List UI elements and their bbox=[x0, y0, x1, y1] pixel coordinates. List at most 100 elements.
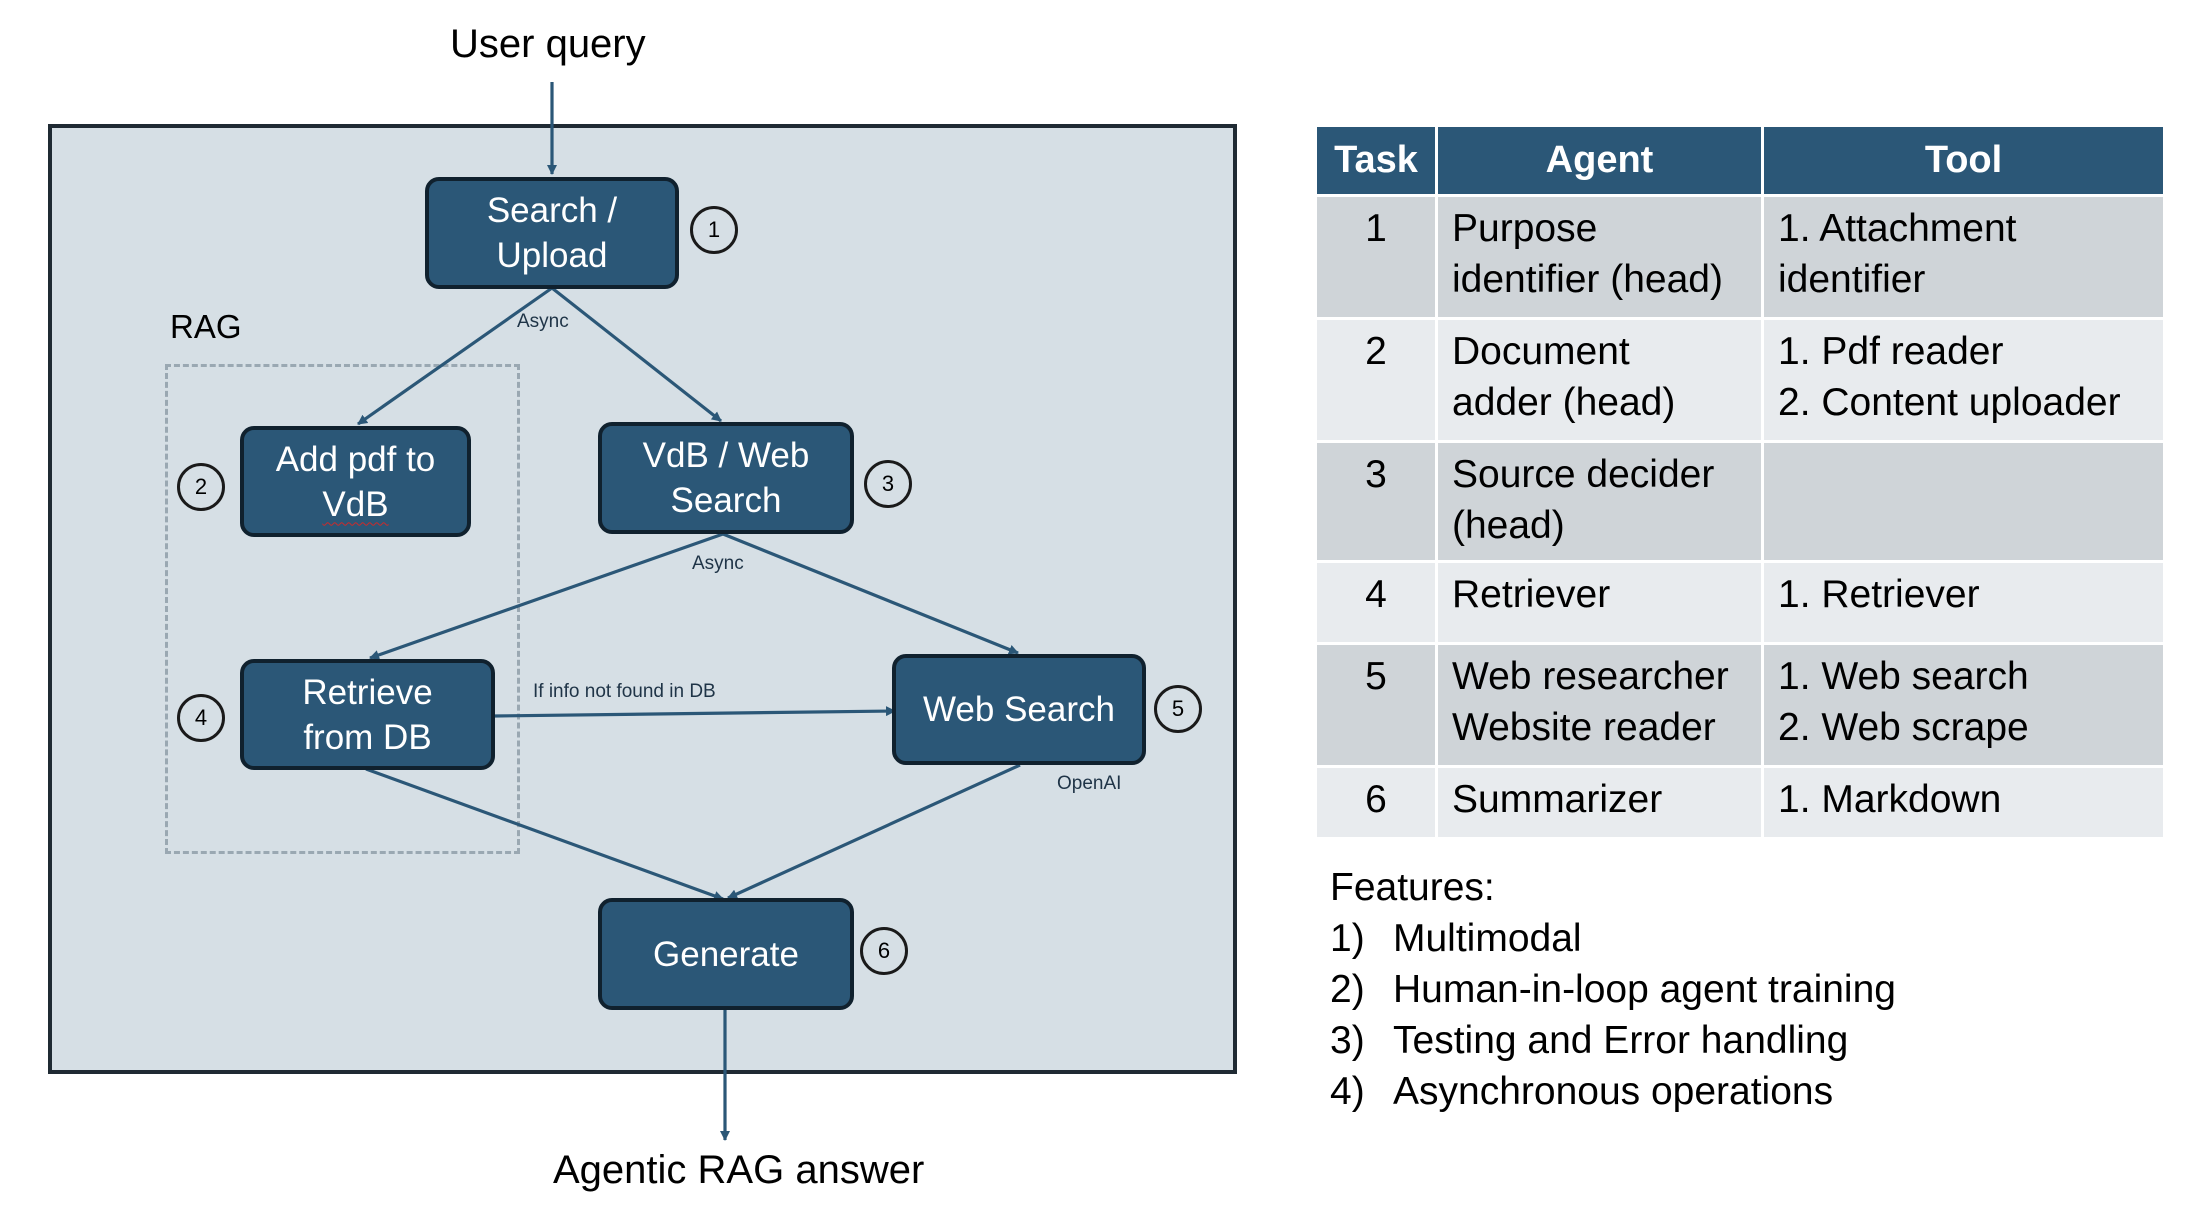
agent-text: Retriever bbox=[1452, 573, 1611, 616]
agent-text: (head) bbox=[1452, 504, 1565, 547]
feature-item: 1) Multimodal bbox=[1330, 913, 1896, 964]
header-task: Task bbox=[1314, 124, 1438, 197]
tool-text: 1. Attachment bbox=[1778, 207, 2017, 250]
table-row: 4 Retriever 1. Retriever bbox=[1314, 560, 2166, 645]
feature-text: Testing and Error handling bbox=[1393, 1019, 1849, 1062]
rag-group-box bbox=[165, 364, 520, 854]
node-web-search: Web Search bbox=[892, 654, 1146, 765]
step-number-4: 4 bbox=[177, 694, 225, 742]
tool-cell: 1. Markdown bbox=[1761, 765, 2166, 840]
arrow-retrieve-to-generate bbox=[365, 767, 724, 901]
agentic-rag-flow-diagram: User query RAG Search / Upload 1 Add pdf … bbox=[48, 22, 1237, 1192]
arrow-vdbweb-to-websearch bbox=[722, 532, 1019, 655]
task-cell: 4 bbox=[1314, 560, 1438, 645]
table-row: 1 Purpose identifier (head) 1. Attachment… bbox=[1314, 194, 2166, 320]
tool-cell: 1. Retriever bbox=[1761, 560, 2166, 645]
tool-cell: 1. Pdf reader 2. Content uploader bbox=[1761, 317, 2166, 443]
node-search-upload: Search / Upload bbox=[425, 177, 679, 289]
feature-item: 4) Asynchronous operations bbox=[1330, 1066, 1896, 1117]
feature-item: 2) Human-in-loop agent training bbox=[1330, 964, 1896, 1015]
agent-text: Document bbox=[1452, 330, 1630, 373]
edge-label-async-1: Async bbox=[517, 311, 569, 332]
node-vdb-web-line2: Search bbox=[670, 481, 782, 520]
edge-label-async-2: Async bbox=[692, 553, 744, 574]
agent-text: Summarizer bbox=[1452, 778, 1663, 821]
tool-text: identifier bbox=[1778, 258, 1926, 301]
features-title: Features: bbox=[1330, 866, 1495, 909]
node-add-pdf: Add pdf to VdB bbox=[240, 426, 471, 537]
node-search-upload-line1: Search / bbox=[486, 191, 618, 230]
arrow-search-to-addpdf bbox=[357, 286, 553, 426]
agent-text: identifier (head) bbox=[1452, 258, 1723, 301]
feature-number: 3) bbox=[1330, 1019, 1365, 1062]
agent-text: Website reader bbox=[1452, 706, 1716, 749]
node-retrieve-from-db: Retrieve from DB bbox=[240, 659, 495, 770]
table-header-row: Task Agent Tool bbox=[1314, 124, 2166, 197]
task-cell: 2 bbox=[1314, 317, 1438, 443]
task-cell: 6 bbox=[1314, 765, 1438, 840]
agentic-rag-answer-label: Agentic RAG answer bbox=[553, 1148, 925, 1192]
node-web-search-label: Web Search bbox=[923, 690, 1115, 729]
agent-cell: Source decider (head) bbox=[1435, 440, 1764, 563]
agent-text: Purpose bbox=[1452, 207, 1598, 250]
edge-label-openai: OpenAI bbox=[1057, 773, 1122, 794]
rag-group-label: RAG bbox=[170, 308, 242, 345]
step-number-2: 2 bbox=[177, 463, 225, 511]
tool-text: 2. Content uploader bbox=[1778, 381, 2121, 424]
feature-number: 1) bbox=[1330, 917, 1365, 960]
tool-text: 1. Retriever bbox=[1778, 573, 1980, 616]
table-row: 6 Summarizer 1. Markdown bbox=[1314, 765, 2166, 840]
node-retrieve-line2: from DB bbox=[303, 717, 432, 757]
table-row: 3 Source decider (head) bbox=[1314, 440, 2166, 563]
arrow-search-to-vdbweb bbox=[551, 286, 722, 423]
tool-text: 1. Web search bbox=[1778, 655, 2029, 698]
feature-number: 2) bbox=[1330, 968, 1365, 1011]
header-tool: Tool bbox=[1761, 124, 2166, 197]
agent-cell: Retriever bbox=[1435, 560, 1764, 645]
node-vdb-web-line1: VdB / Web bbox=[642, 436, 810, 475]
agent-text: Web researcher bbox=[1452, 655, 1729, 698]
tool-cell: 1. Attachment identifier bbox=[1761, 194, 2166, 320]
tool-cell bbox=[1761, 440, 2166, 563]
step-number-3: 3 bbox=[864, 460, 912, 508]
arrow-vdbweb-to-retrieve bbox=[369, 532, 724, 660]
agent-text: Source decider bbox=[1452, 453, 1715, 496]
task-cell: 1 bbox=[1314, 194, 1438, 320]
header-agent: Agent bbox=[1435, 124, 1764, 197]
tool-text: 2. Web scrape bbox=[1778, 706, 2029, 749]
node-add-pdf-line1: Add pdf to bbox=[275, 439, 436, 479]
feature-text: Asynchronous operations bbox=[1393, 1070, 1834, 1113]
tool-cell: 1. Web search 2. Web scrape bbox=[1761, 642, 2166, 768]
node-search-upload-line2: Upload bbox=[496, 236, 608, 275]
step-number-5: 5 bbox=[1154, 685, 1202, 733]
agent-cell: Summarizer bbox=[1435, 765, 1764, 840]
feature-item: 3) Testing and Error handling bbox=[1330, 1015, 1896, 1066]
flow-arrows bbox=[357, 82, 1021, 1141]
node-add-pdf-line2: VdB bbox=[322, 484, 389, 524]
agent-cell: Purpose identifier (head) bbox=[1435, 194, 1764, 320]
feature-number: 4) bbox=[1330, 1070, 1365, 1113]
edge-label-not-found: If info not found in DB bbox=[533, 681, 716, 702]
arrow-websearch-to-generate bbox=[727, 763, 1021, 900]
features-list: Features: 1) Multimodal 2) Human-in-loop a… bbox=[1330, 862, 1896, 1117]
arrow-retrieve-to-websearch bbox=[493, 706, 896, 718]
agent-cell: Document adder (head) bbox=[1435, 317, 1764, 443]
task-cell: 5 bbox=[1314, 642, 1438, 768]
tool-text: 1. Markdown bbox=[1778, 778, 2002, 821]
node-generate: Generate bbox=[598, 898, 854, 1010]
feature-text: Human-in-loop agent training bbox=[1393, 968, 1896, 1011]
task-agent-tool-table: Task Agent Tool 1 Purpose identifier (hea… bbox=[1314, 124, 2166, 840]
table-row: 2 Document adder (head) 1. Pdf reader 2. C… bbox=[1314, 317, 2166, 443]
step-number-6: 6 bbox=[860, 927, 908, 975]
user-query-label: User query bbox=[450, 22, 646, 66]
node-generate-label: Generate bbox=[653, 934, 799, 974]
task-cell: 3 bbox=[1314, 440, 1438, 563]
feature-text: Multimodal bbox=[1393, 917, 1582, 960]
node-retrieve-line1: Retrieve bbox=[302, 672, 433, 712]
tool-text: 1. Pdf reader bbox=[1778, 330, 2004, 373]
step-number-1: 1 bbox=[690, 206, 738, 254]
agent-text: adder (head) bbox=[1452, 381, 1676, 424]
